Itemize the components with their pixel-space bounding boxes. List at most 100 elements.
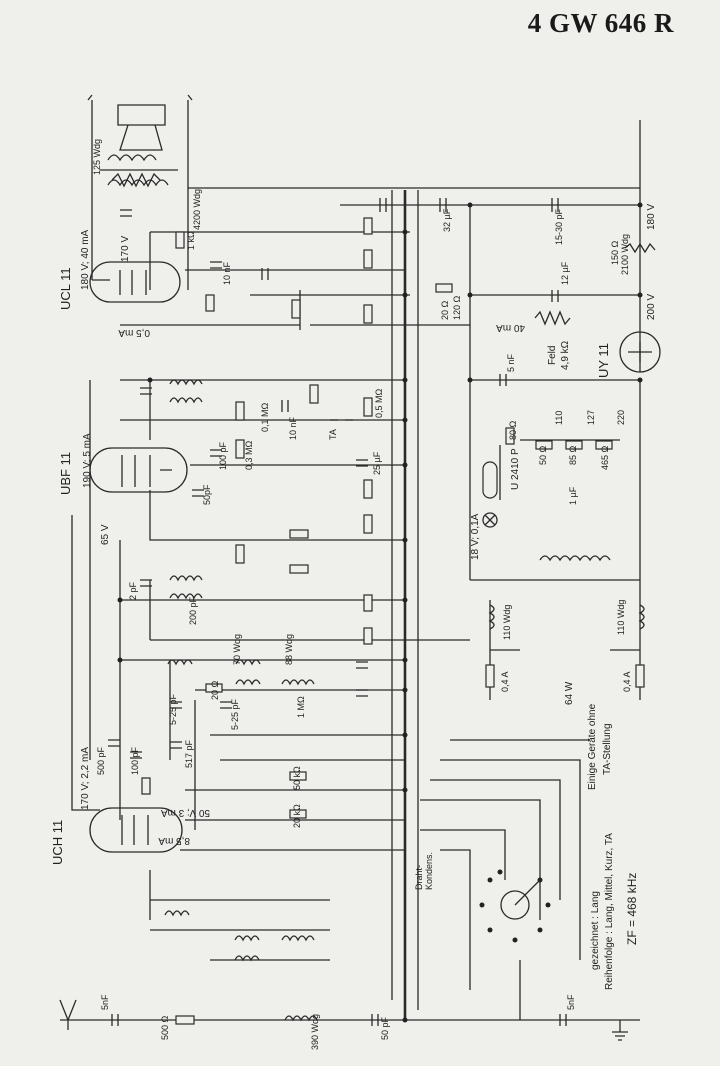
resistor-1m-d: [363, 594, 373, 612]
capacitor-10pf: [356, 689, 368, 697]
label-r465: 465 Ω: [600, 445, 610, 470]
resistor-01m-b: [291, 299, 301, 319]
label-r1k: 1 kΩ: [186, 231, 196, 250]
resistor-465ohm: [595, 440, 613, 450]
capacitor-5nf-out-tr: [120, 209, 132, 217]
if-coil-3: [169, 575, 203, 582]
label-c32: 32 µF: [442, 208, 452, 232]
heater-string: [539, 555, 611, 562]
label-c50pfb: 50pF: [202, 484, 212, 505]
label-r120: 120 Ω: [452, 295, 462, 320]
resistor-1m-a: [289, 529, 309, 539]
voltage-18: 18 V; 0,1A: [470, 513, 481, 560]
resistor-1k: [175, 231, 185, 249]
resistor-05m-c: [363, 479, 373, 499]
label-c500pf: 500 pF: [96, 746, 106, 775]
osc-coil-88: [281, 679, 315, 686]
capacitor-32uf: [439, 198, 447, 212]
loudspeaker: [87, 94, 193, 151]
resistor-15k: [141, 777, 151, 795]
capacitor-10nfb: [261, 268, 269, 280]
resistor-03m: [235, 439, 245, 459]
label-power: 64 W: [564, 681, 575, 705]
heater-choke-left: [488, 604, 495, 630]
label-r85: 85 Ω: [568, 445, 578, 465]
osc-coil-70b: [235, 679, 261, 686]
osc-coil-8: [167, 659, 193, 666]
label-ubf11: UBF 11: [58, 452, 73, 495]
capacitor-1uf: [379, 198, 387, 212]
wiring: [59, 100, 641, 1030]
label-c10nf: 10 nF: [288, 416, 298, 440]
label-r1m: 1 MΩ: [296, 696, 306, 718]
capacitor-100pfb: [210, 449, 222, 457]
osc-coil-70: [235, 659, 261, 666]
label-c100pf: 100 pF: [130, 746, 140, 775]
resistor-80ohm: [505, 427, 515, 445]
label-c5nfb: 5 nF: [506, 353, 516, 372]
label-c25: 25 µF: [372, 451, 382, 475]
capacitor-25uf: [356, 459, 368, 467]
capacitor-100pf: [130, 751, 142, 759]
resistor-200k: [363, 514, 373, 534]
field-coil: [534, 310, 571, 326]
label-zf: ZF = 468 kHz: [625, 873, 639, 945]
resistor-85ohm: [565, 440, 583, 450]
label-c5nf-out: 5nF: [566, 994, 576, 1010]
note-2: TA-Stellung: [602, 723, 613, 775]
hum-resistor: [111, 172, 161, 188]
resistor-500ohm: [175, 1015, 195, 1025]
capacitor-5nf-b: [499, 374, 507, 386]
voltage-65: 65 V: [100, 524, 111, 545]
label-wdg110b: 110 Wdg: [616, 600, 626, 635]
band-switch: [479, 869, 551, 943]
resistor-1m-pot: [309, 384, 319, 404]
current-40: 40 mA: [496, 322, 525, 333]
resistor-20ohm: [205, 683, 223, 693]
label-ucl11: UCL 11: [58, 267, 73, 310]
capacitor-12uf: [551, 290, 559, 302]
label-l390: 390 Wdg: [310, 1014, 320, 1050]
resistor-20k: [289, 809, 307, 819]
labels: UCL 11 UBF 11 UCH 11 UY 11 U 2410 P 180 …: [50, 139, 657, 1050]
voltage-190: 190 V; 5 mA: [82, 433, 93, 488]
current-05: 0,5 mA: [118, 327, 150, 338]
resistor-50ohm: [535, 440, 553, 450]
resistor-50k: [289, 771, 307, 781]
label-r20-120: 20 Ω: [440, 300, 450, 320]
ground-symbol: [612, 1020, 628, 1041]
capacitor-15-30: [551, 198, 559, 212]
capacitor-50pfb: [192, 489, 204, 497]
note-1: Einige Geräte ohne: [587, 703, 598, 790]
label-feld: Feld: [547, 346, 558, 365]
label-r80: 80 Ω: [508, 420, 518, 440]
resistor-01m-a: [205, 294, 215, 312]
label-r127: 127: [586, 410, 596, 425]
if-coil-2: [169, 397, 203, 404]
input-coil-390: [284, 1015, 318, 1022]
voltage-180b: 180 V: [646, 204, 657, 230]
if-coil-4: [169, 593, 203, 600]
label-r150b: 2100 Wdg: [620, 234, 630, 275]
label-c2pf: 2 pF: [128, 581, 138, 600]
capacitors: [108, 198, 567, 1026]
fuse-left: [485, 664, 495, 688]
label-c1uf: 1 µF: [568, 486, 578, 505]
label-r50: 50 Ω: [538, 445, 548, 465]
label-uch11: UCH 11: [50, 820, 65, 865]
capacitor-500pf: [108, 739, 120, 747]
resistor-1m-b: [289, 564, 309, 574]
resistor-05m-a: [363, 249, 373, 269]
voltage-200: 200 V: [646, 294, 657, 320]
label-c12: 12 µF: [560, 261, 570, 285]
label-r20k: 20 kΩ: [292, 804, 302, 828]
voltage-180: 180 V; 40 mA: [80, 229, 91, 290]
label-uy11: UY 11: [596, 343, 611, 378]
label-r03m: 0,3 MΩ: [244, 440, 254, 470]
if-coil-1: [169, 379, 203, 386]
resistor-150ohm: [624, 242, 656, 254]
tube-ubf11: [89, 447, 188, 493]
fuse-right: [635, 664, 645, 688]
label-l70: 70 Wdg: [232, 634, 242, 665]
